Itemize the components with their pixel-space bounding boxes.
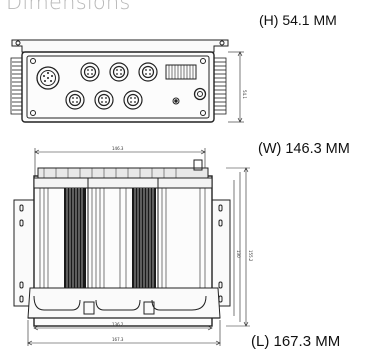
- svg-text:136.2: 136.2: [112, 322, 124, 327]
- svg-text:167.3: 167.3: [112, 337, 124, 342]
- svg-text:130: 130: [236, 250, 241, 258]
- dimensions-title: Dimensions: [6, 0, 131, 14]
- length-dimension-label: (L) 167.3 MM: [251, 333, 341, 350]
- height-dimension-label: (H) 54.1 MM: [259, 12, 337, 28]
- svg-text:54.1: 54.1: [242, 90, 247, 99]
- svg-text:155.2: 155.2: [248, 250, 253, 262]
- width-dimension-label: (W) 146.3 MM: [258, 141, 350, 157]
- svg-text:146.3: 146.3: [112, 146, 124, 151]
